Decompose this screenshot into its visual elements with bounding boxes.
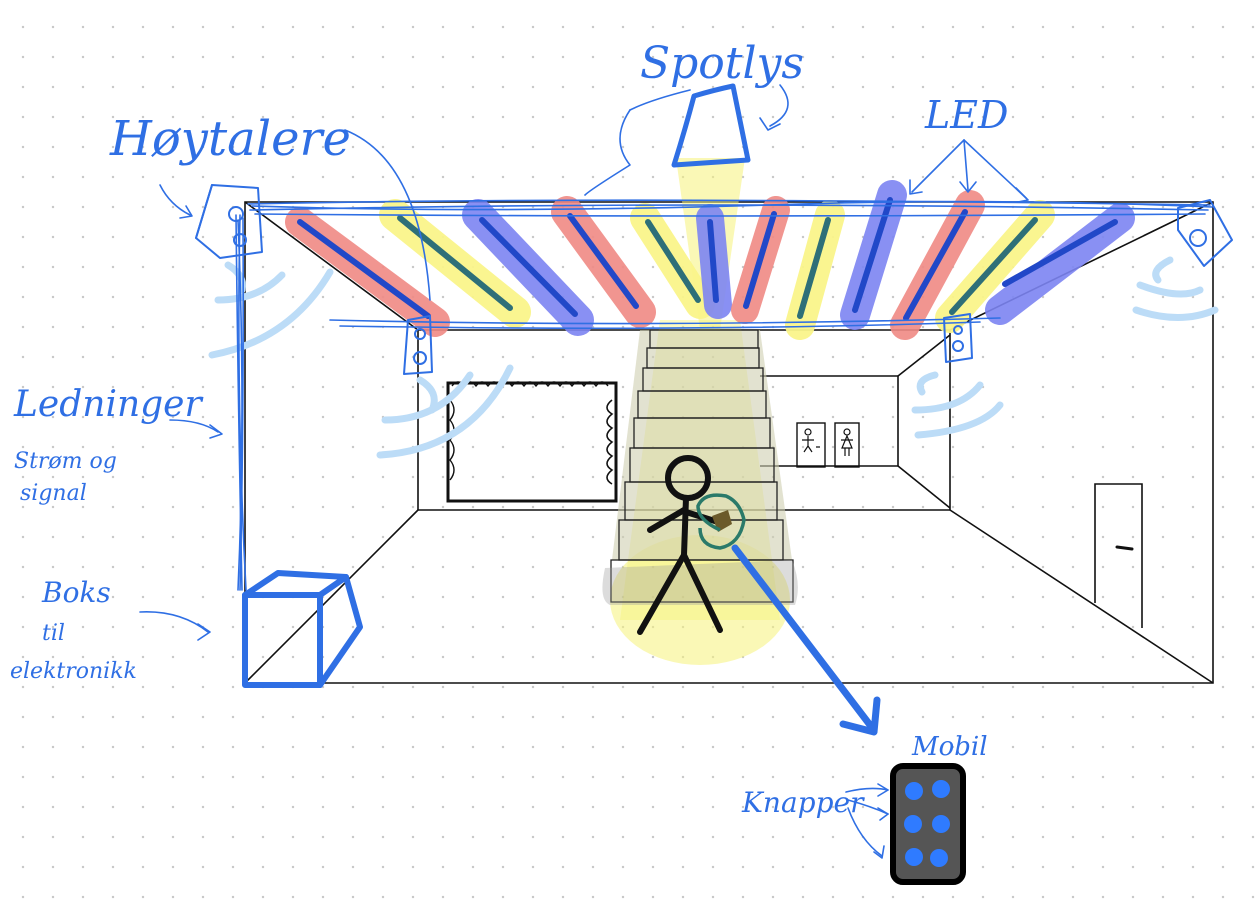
toilet-female-icon bbox=[835, 423, 859, 467]
label-ledninger: Ledninger bbox=[13, 384, 203, 425]
spotlight-icon bbox=[674, 86, 748, 165]
label-boks: Boks bbox=[41, 576, 111, 609]
label-strom-og: Strøm og bbox=[14, 449, 117, 474]
box-icon bbox=[245, 573, 360, 685]
toilet-male-icon bbox=[797, 423, 825, 467]
speaker-icon bbox=[196, 185, 262, 258]
label-hoytalere: Høytalere bbox=[109, 111, 351, 167]
door-icon bbox=[1095, 484, 1142, 628]
phone-icon bbox=[893, 766, 963, 882]
toilet-signs bbox=[797, 423, 859, 467]
wall-screen bbox=[448, 382, 616, 501]
label-elektronikk: elektronikk bbox=[10, 659, 137, 684]
label-signal: signal bbox=[20, 481, 87, 506]
label-mobil: Mobil bbox=[911, 732, 988, 762]
label-spotlys: Spotlys bbox=[640, 38, 804, 89]
label-led: LED bbox=[924, 93, 1008, 137]
back-corridor bbox=[760, 376, 898, 466]
label-knapper: Knapper bbox=[741, 786, 865, 819]
label-til: til bbox=[42, 621, 65, 646]
